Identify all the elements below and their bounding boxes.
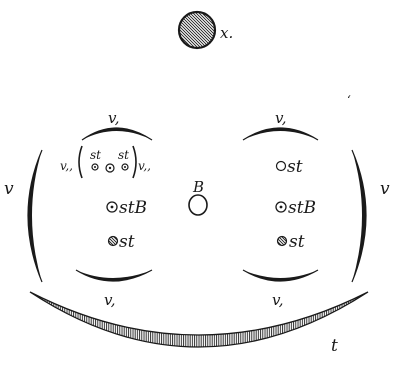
label-v-right: v [380,179,390,199]
center-circle [188,194,208,216]
label-v-left: v [4,179,14,199]
inner-bracket-left [78,145,83,179]
dot-st-lower-right [276,235,288,247]
dot-st-lower-left [107,235,119,247]
dot-st-inner-2 [105,163,115,173]
label-v-inner-right: v,, [138,159,151,173]
label-v-inner-left: v,, [60,159,73,173]
dot-st-B-right [275,201,287,213]
dot-st-inner-3 [121,163,129,171]
label-v-top-left: v, [108,109,119,127]
label-v-bottom-left: v, [104,291,115,309]
label-st-inner-2: st [118,148,129,162]
label-st-lower-right: st [289,232,305,252]
label-x: x. [220,24,233,42]
label-apostrophe: ‘ [347,93,351,107]
dot-st-inner-1 [91,163,99,171]
bottom-crescent-group: t [29,291,369,356]
shaded-circle-x [177,10,217,50]
right-group: v, v, v ‘ st stB st [242,93,390,309]
label-st-upper-right: st [287,157,303,177]
crescent-bottom-large [29,291,369,348]
label-st-lower-left: st [119,232,135,252]
label-v-bottom-right: v, [272,291,283,309]
label-t: t [331,336,338,356]
label-st-B-right: stB [288,198,316,218]
dot-st-upper-right [275,160,287,172]
label-v-top-right: v, [275,109,286,127]
dot-st-B-left [106,201,118,213]
center-marker: B [188,178,208,216]
axis-x-marker: x. [177,10,233,50]
label-B-center: B [192,178,204,196]
label-st-inner-1: st [90,148,101,162]
inner-bracket-right [132,145,137,179]
left-group: v, v, v v,, v,, st st stB st [4,109,153,309]
label-st-B-left: stB [119,198,147,218]
